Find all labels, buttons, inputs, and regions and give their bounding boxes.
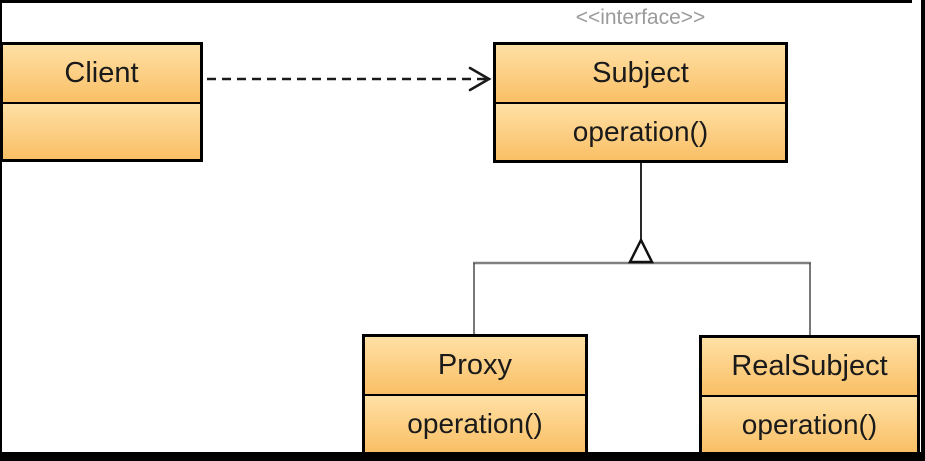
class-box-client[interactable]: Client: [0, 42, 203, 162]
dependency-client-subject[interactable]: [207, 66, 492, 92]
frame-border-left: [0, 0, 2, 461]
class-members-client: [3, 104, 200, 159]
generalization-connector[interactable]: [473, 163, 811, 335]
frame-border-right: [921, 0, 925, 461]
class-method-realsubject: operation(): [702, 397, 917, 452]
class-name-subject: Subject: [496, 45, 785, 104]
class-name-client: Client: [3, 45, 200, 104]
class-name-realsubject: RealSubject: [702, 338, 917, 397]
class-box-proxy[interactable]: Proxy operation(): [362, 334, 588, 455]
class-box-subject[interactable]: Subject operation(): [493, 42, 788, 163]
frame-border-bottom: [0, 452, 925, 461]
open-arrowhead-icon: [468, 66, 492, 92]
class-method-subject: operation(): [496, 104, 785, 160]
interface-stereotype-label: <<interface>>: [575, 6, 706, 29]
hollow-triangle-icon: [627, 237, 655, 264]
frame-border-top: [0, 0, 912, 3]
class-box-realsubject[interactable]: RealSubject operation(): [699, 335, 920, 455]
class-name-proxy: Proxy: [365, 337, 585, 396]
class-method-proxy: operation(): [365, 396, 585, 452]
